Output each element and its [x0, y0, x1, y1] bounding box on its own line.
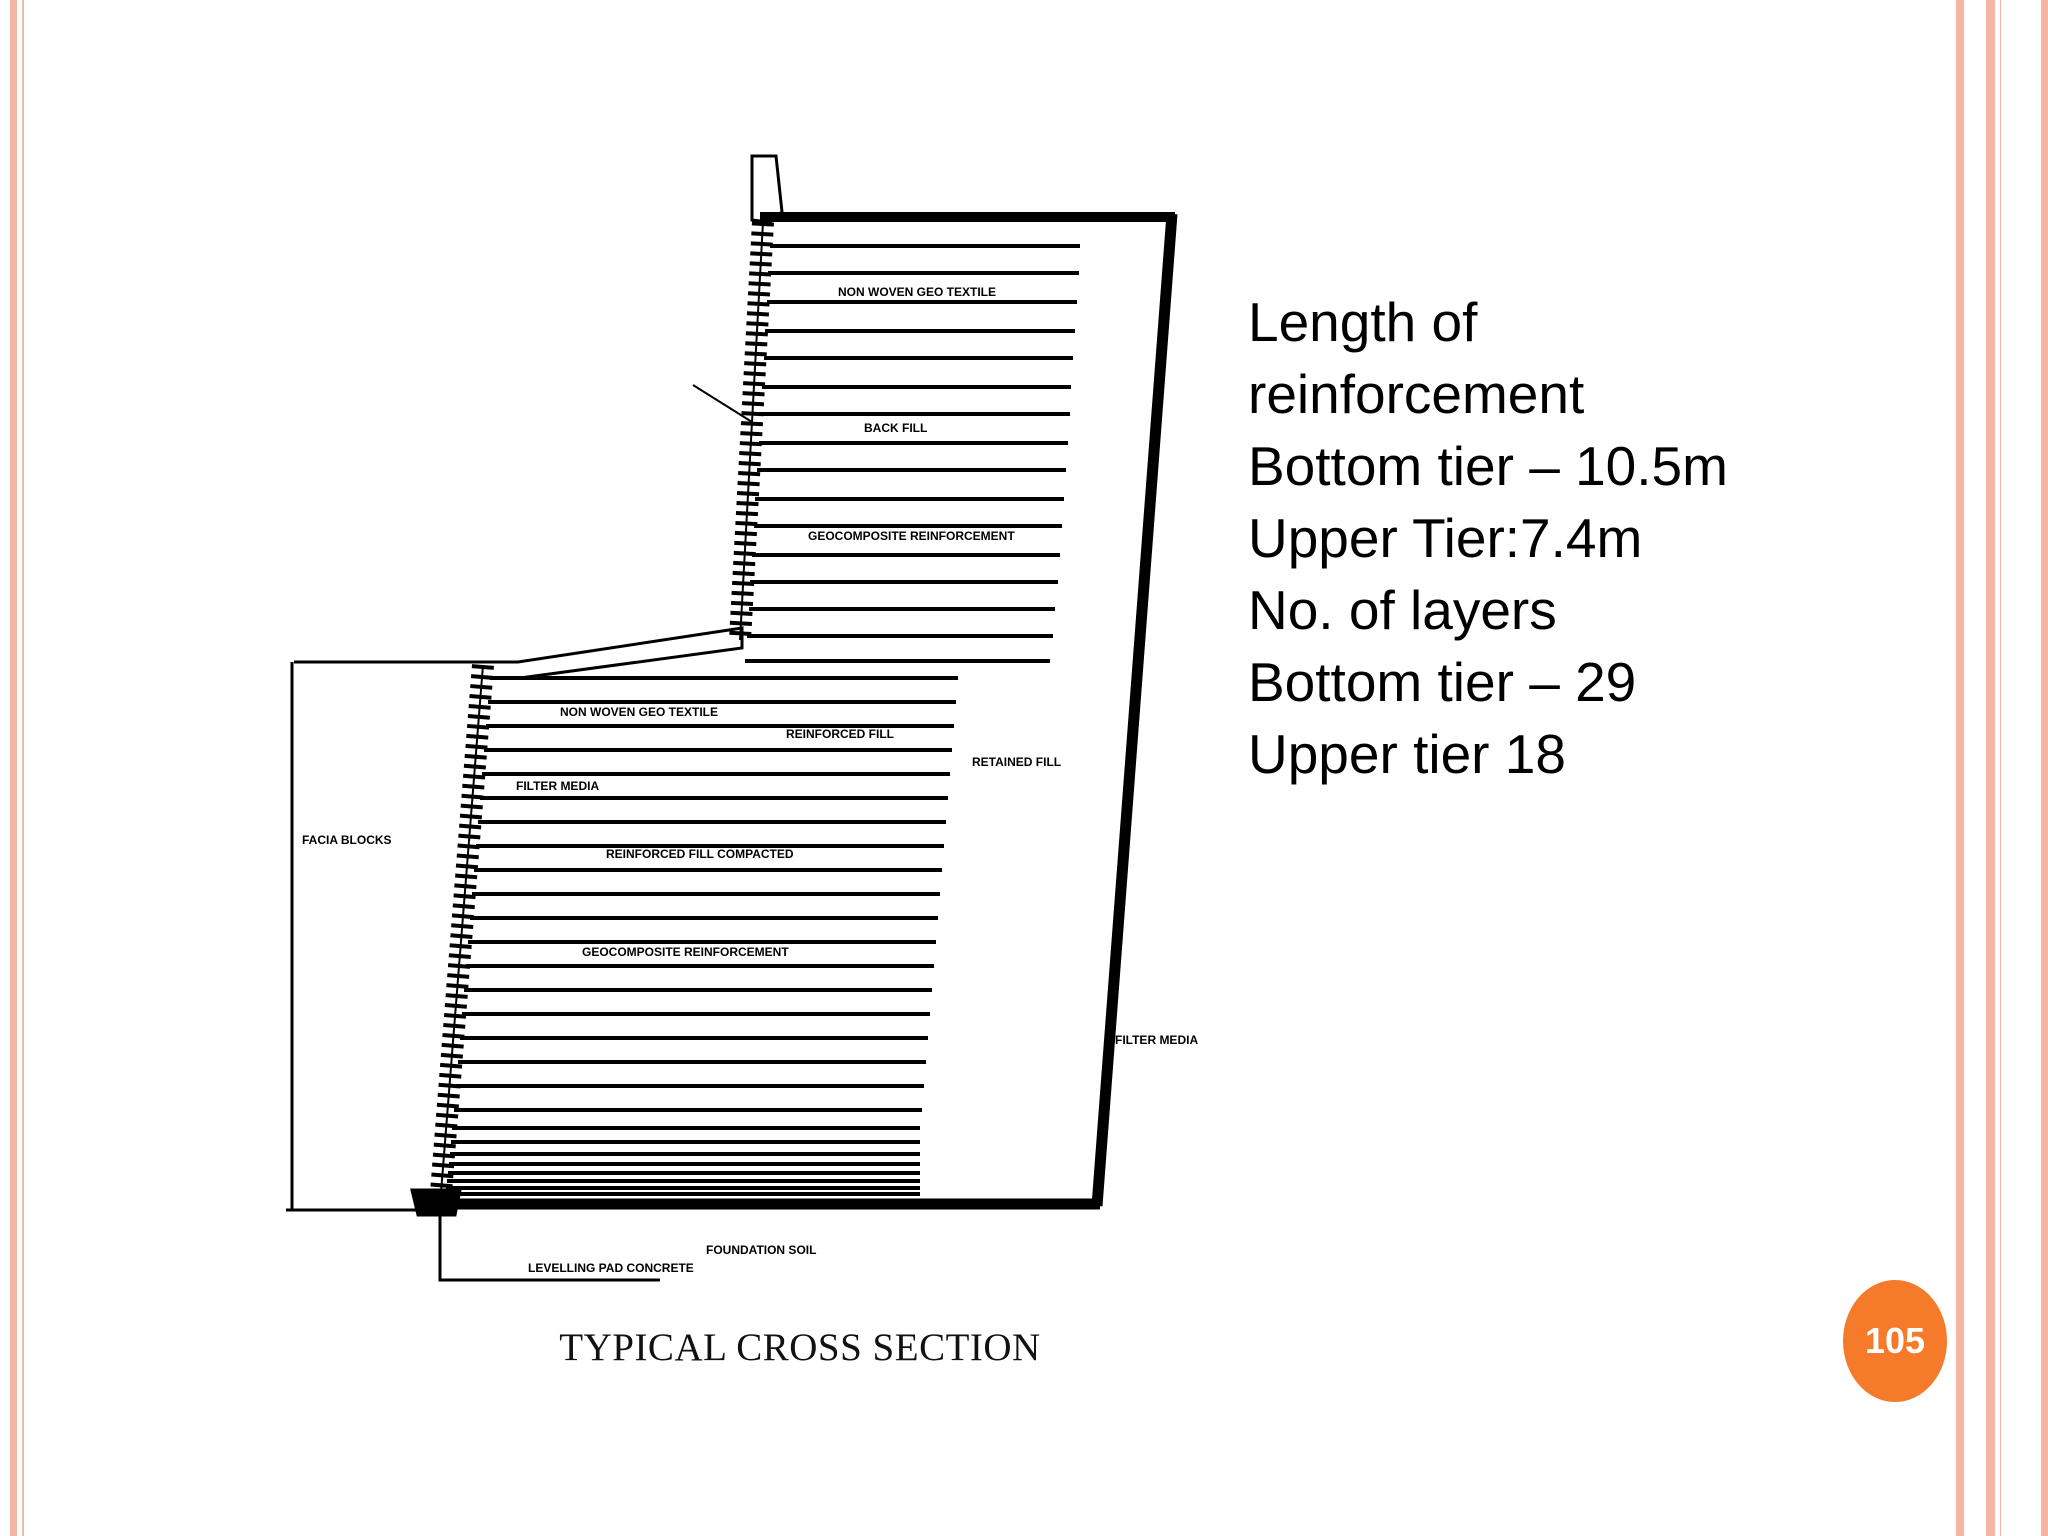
label-facia-blocks: FACIA BLOCKS: [302, 833, 392, 847]
page-number-badge: 105: [1843, 1280, 1947, 1402]
slide-border-right-edge: [2004, 0, 2048, 1536]
levelling-pad: [410, 1188, 462, 1217]
slide-border-left-line: [22, 0, 24, 1536]
info-line-upper-tier-length: Upper Tier:7.4m: [1248, 507, 1643, 569]
label-retained-fill: RETAINED FILL: [972, 755, 1061, 769]
info-text-block: Length of reinforcement Bottom tier – 10…: [1248, 286, 1948, 790]
info-line-length-of: Length of: [1248, 291, 1478, 353]
label-levelling-pad: LEVELLING PAD CONCRETE: [528, 1261, 694, 1275]
info-line-bottom-tier-length: Bottom tier – 10.5m: [1248, 435, 1728, 497]
slide-border-right-edge-line: [2041, 0, 2048, 1536]
upper-reinforcement-layers: [745, 244, 1080, 663]
label-upper-backfill: BACK FILL: [864, 421, 927, 435]
lower-reinforcement-layers: [445, 676, 958, 1196]
label-geocomposite-upper: GEOCOMPOSITE REINFORCEMENT: [808, 529, 1015, 543]
info-line-bottom-tier-layers: Bottom tier – 29: [1248, 651, 1637, 713]
label-filter-media: FILTER MEDIA: [516, 779, 599, 793]
info-line-no-of-layers: No. of layers: [1248, 579, 1557, 641]
figure-caption: TYPICAL CROSS SECTION: [559, 1326, 1041, 1369]
label-geocomposite-lower: GEOCOMPOSITE REINFORCEMENT: [582, 945, 789, 959]
label-foundation-soil: FOUNDATION SOIL: [706, 1243, 816, 1257]
label-reinforced-fill-compacted: REINFORCED FILL COMPACTED: [606, 847, 794, 861]
info-line-reinforcement: reinforcement: [1248, 363, 1585, 425]
bench: [490, 626, 744, 680]
back-boundary: [1091, 213, 1178, 1207]
slide-border-right-outer: [2000, 0, 2001, 1536]
slide-border-left-band: [10, 0, 17, 1536]
label-lower-geotextile: NON WOVEN GEO TEXTILE: [560, 705, 718, 719]
slide-border-right-band2: [1986, 0, 1995, 1536]
label-reinforced-fill-lower: REINFORCED FILL: [786, 727, 894, 741]
info-line-upper-tier-layers: Upper tier 18: [1248, 723, 1566, 785]
label-upper-geotextile: NON WOVEN GEO TEXTILE: [838, 285, 996, 299]
label-filter-media-right: FILTER MEDIA: [1115, 1033, 1198, 1047]
slide-border-right-band: [1956, 0, 1964, 1536]
